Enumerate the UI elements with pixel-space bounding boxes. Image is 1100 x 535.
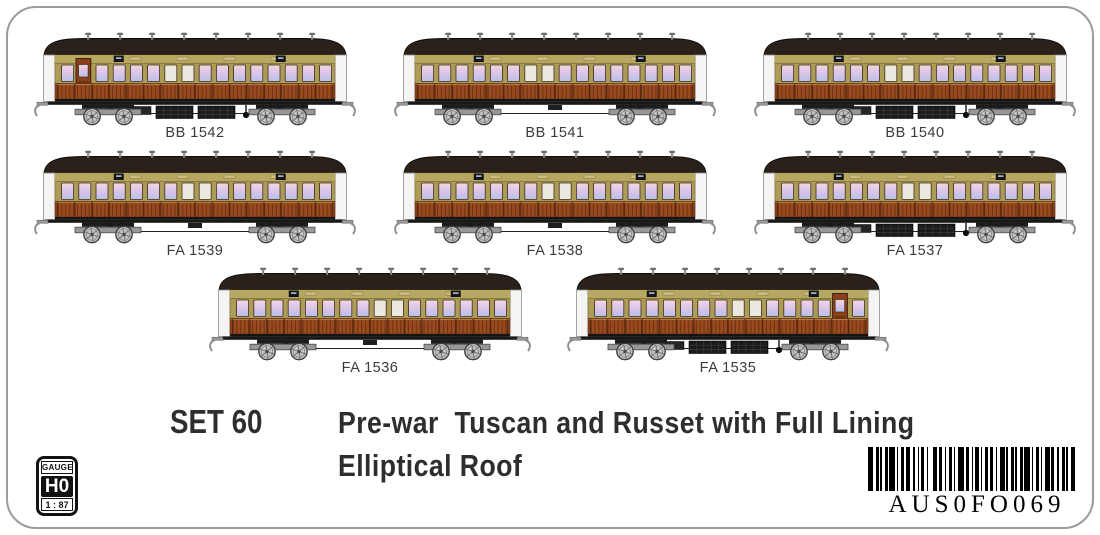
gauge-badge-scale: H0 bbox=[41, 475, 73, 497]
carriage-fa-1535: FA 1535 bbox=[563, 261, 893, 379]
carriage-label: BB 1541 bbox=[525, 125, 585, 141]
carriage-artwork bbox=[394, 32, 716, 126]
carriage-label: FA 1538 bbox=[526, 243, 584, 259]
gauge-badge-ratio: 1 : 87 bbox=[41, 498, 73, 511]
carriage-artwork bbox=[209, 267, 531, 361]
carriage-label: FA 1536 bbox=[341, 360, 399, 376]
carriage-artwork bbox=[754, 150, 1076, 244]
carriage-bb-1540: BB 1540 bbox=[750, 26, 1080, 144]
carriage-artwork bbox=[34, 32, 356, 126]
carriage-fa-1539: FA 1539 bbox=[30, 144, 360, 262]
carriage-artwork bbox=[394, 150, 716, 244]
carriage-label: FA 1537 bbox=[886, 243, 944, 259]
carriage-fa-1537: FA 1537 bbox=[750, 144, 1080, 262]
gauge-badge-label: GAUGE bbox=[41, 461, 73, 474]
set-number: SET 60 bbox=[170, 403, 263, 440]
barcode: AUS0FO069 bbox=[868, 447, 1086, 519]
carriage-label: BB 1542 bbox=[165, 125, 225, 141]
barcode-text: AUS0FO069 bbox=[888, 491, 1066, 518]
carriage-artwork bbox=[567, 267, 889, 361]
carriage-bb-1542: BB 1542 bbox=[30, 26, 360, 144]
rounded-border bbox=[6, 6, 1094, 529]
set-description-line1: Pre-war Tuscan and Russet with Full Lini… bbox=[338, 405, 915, 440]
carriage-artwork bbox=[754, 32, 1076, 126]
carriage-fa-1536: FA 1536 bbox=[205, 261, 535, 379]
gauge-badge: GAUGE H0 1 : 87 bbox=[36, 456, 78, 516]
carriage-label: BB 1540 bbox=[885, 125, 945, 141]
carriage-bb-1541: BB 1541 bbox=[390, 26, 720, 144]
carriage-fa-1538: FA 1538 bbox=[390, 144, 720, 262]
set-description-line2: Elliptical Roof bbox=[338, 448, 523, 483]
carriage-label: FA 1539 bbox=[166, 243, 224, 259]
barcode-bars bbox=[868, 447, 1086, 491]
carriage-artwork bbox=[34, 150, 356, 244]
carriage-label: FA 1535 bbox=[699, 360, 757, 376]
